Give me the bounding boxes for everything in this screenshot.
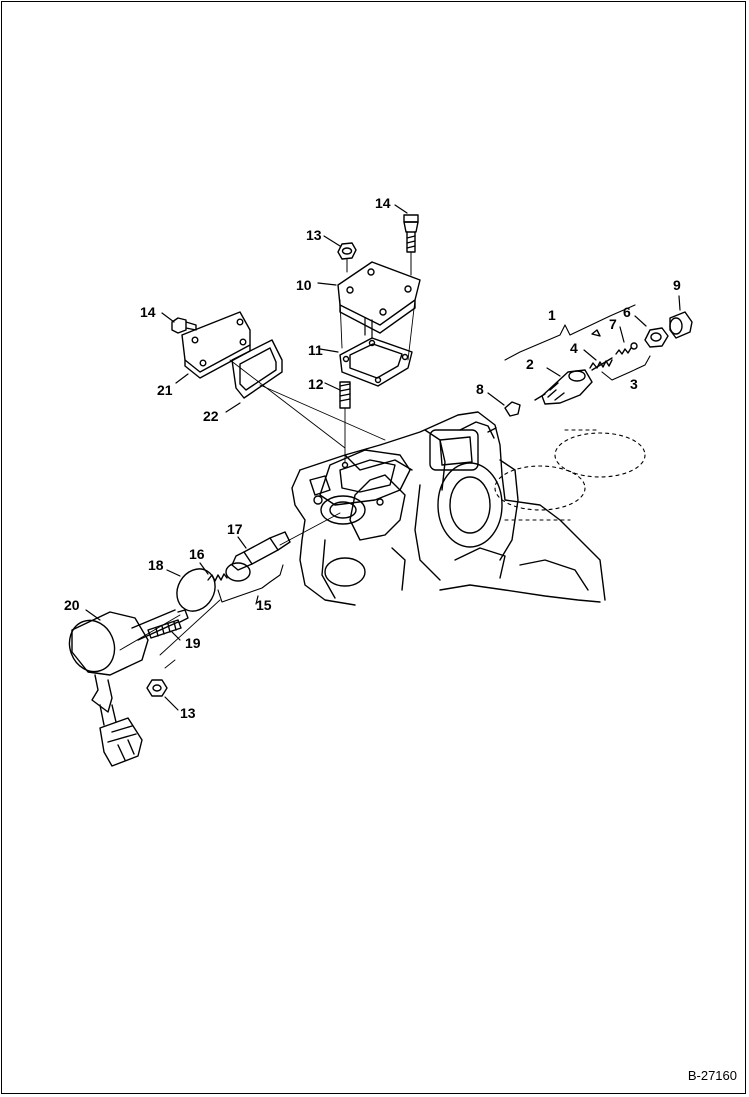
callout-2: 2 [526, 356, 534, 372]
nut-13-top [337, 242, 357, 273]
side-gasket-22 [231, 339, 283, 399]
callout-17: 17 [227, 521, 243, 537]
callout-13-top: 13 [306, 227, 322, 243]
callout-20: 20 [64, 597, 80, 613]
valve-assembly [504, 304, 693, 417]
bolt-14-top [403, 214, 419, 276]
callout-13-bottom: 13 [180, 705, 196, 721]
bracket-15 [217, 564, 284, 603]
o-ring-18 [176, 568, 216, 612]
callout-18: 18 [148, 557, 164, 573]
callout-14-top: 14 [375, 195, 391, 211]
stud-19 [147, 619, 182, 639]
callout-15: 15 [256, 597, 272, 613]
callout-11: 11 [308, 342, 323, 358]
gasket-11 [339, 337, 413, 387]
callout-3: 3 [630, 376, 638, 392]
assembly-lines [119, 299, 416, 669]
callout-1: 1 [548, 307, 556, 323]
side-cover-21 [181, 311, 251, 379]
callout-9: 9 [673, 277, 681, 293]
cover-plate-10 [337, 261, 421, 339]
callout-6: 6 [623, 304, 631, 320]
engine-block [291, 411, 606, 606]
hidden-bores [494, 429, 646, 521]
callout-12: 12 [308, 376, 324, 392]
callout-21: 21 [157, 382, 173, 398]
shaft-17 [225, 531, 291, 582]
solenoid-20 [68, 609, 189, 767]
nut-13-bottom [146, 679, 168, 697]
figure-number: B-27160 [687, 1068, 737, 1083]
callout-4: 4 [570, 340, 578, 356]
stud-12 [339, 381, 351, 409]
callout-8: 8 [476, 381, 484, 397]
callout-14-left: 14 [140, 304, 156, 320]
callout-22: 22 [203, 408, 219, 424]
callout-10: 10 [296, 277, 312, 293]
leader-lines [85, 204, 681, 711]
mounting-pad [313, 449, 411, 525]
callout-16: 16 [189, 546, 205, 562]
callout-7: 7 [609, 316, 617, 332]
bolt-14-left [171, 317, 197, 334]
callout-19: 19 [185, 635, 201, 651]
